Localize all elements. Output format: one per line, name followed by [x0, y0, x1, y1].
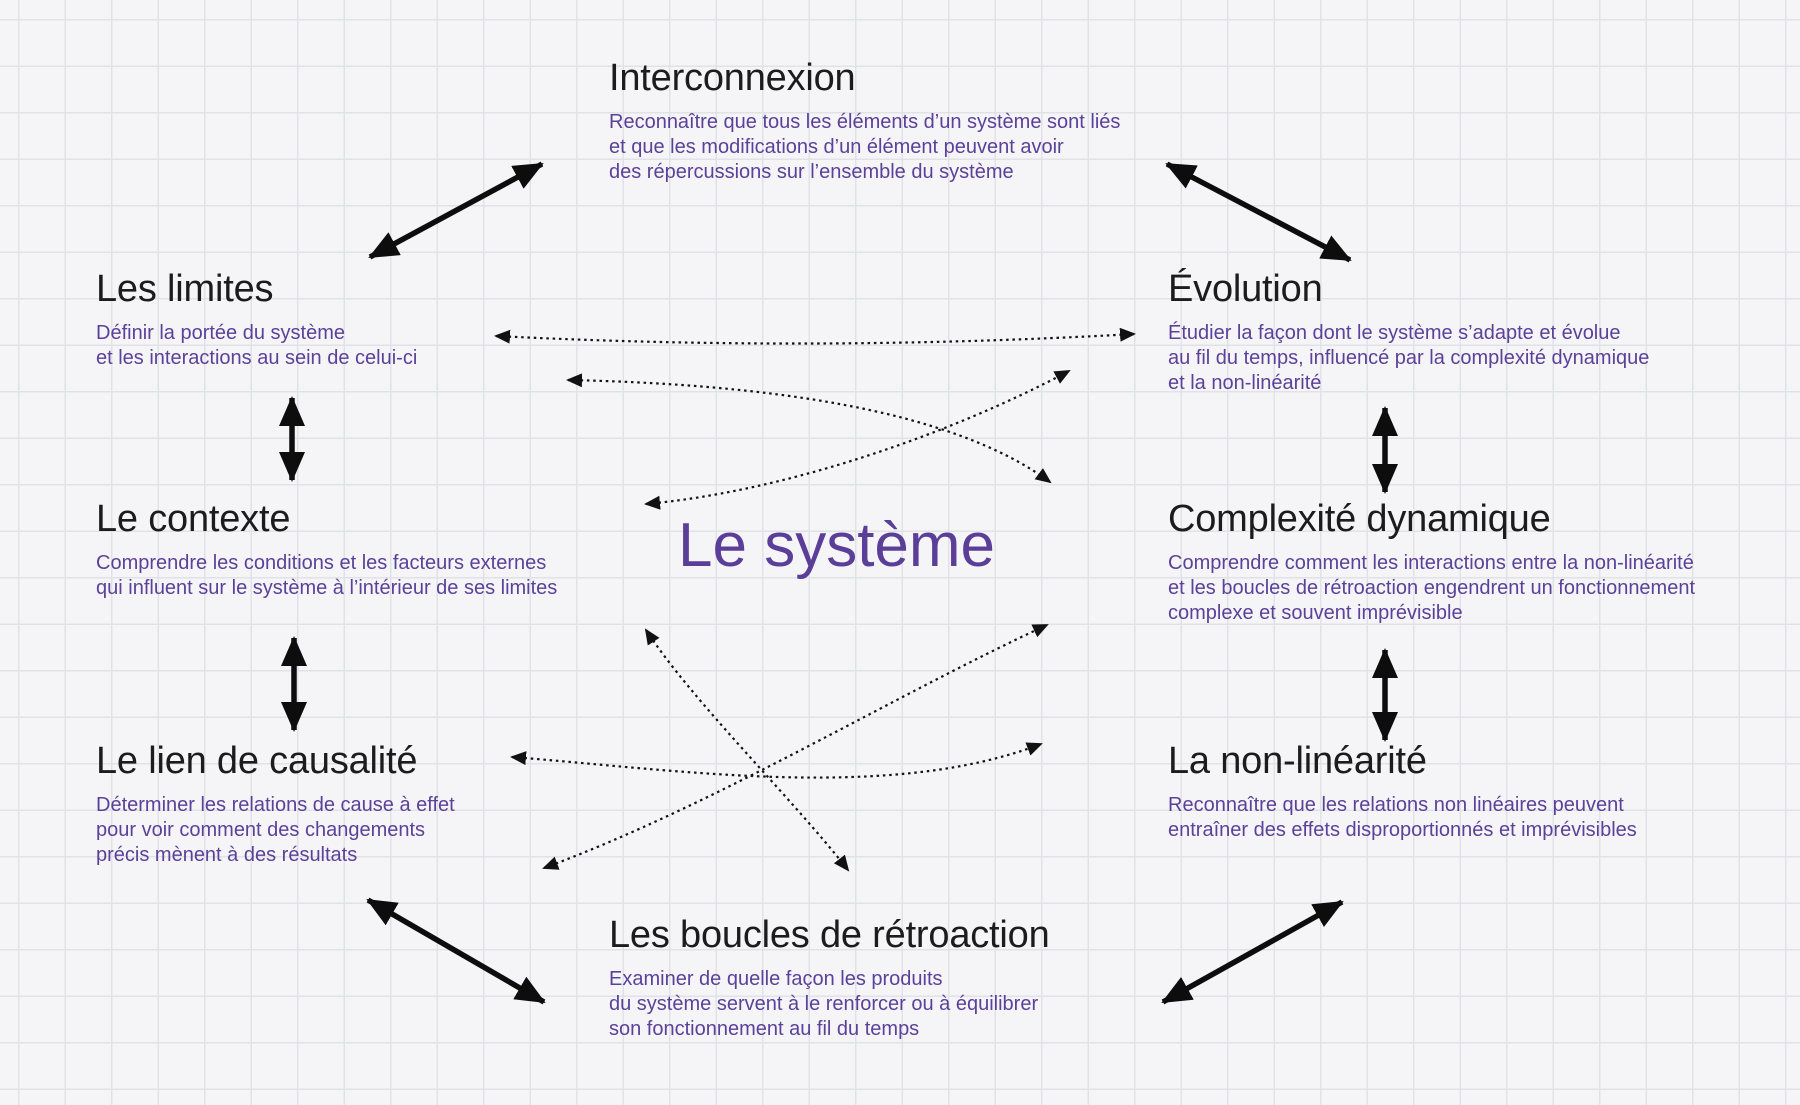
arrow-causalite-nonlinearite — [510, 742, 1043, 779]
node-title: Le lien de causalité — [96, 740, 418, 782]
node-title: La non-linéarité — [1168, 740, 1427, 782]
node-evolution[interactable]: Évolution Étudier la façon dont le systè… — [1168, 266, 1649, 396]
node-complexite-dynamique[interactable]: Complexité dynamique Comprendre comment … — [1168, 496, 1695, 626]
node-description: Déterminer les relations de cause à effe… — [96, 793, 455, 867]
node-description: Définir la portée du système et les inte… — [96, 321, 418, 370]
node-le-contexte[interactable]: Le contexte Comprendre les conditions et… — [96, 496, 557, 601]
node-description: Examiner de quelle façon les produits du… — [609, 967, 1039, 1041]
arrow-limites-evolution — [494, 327, 1136, 345]
arrow-contexte-evolution — [644, 370, 1071, 510]
node-description: Reconnaître que les relations non linéai… — [1168, 793, 1637, 842]
arrow-causalite-boucles — [366, 897, 546, 1005]
dotted-arrows — [494, 327, 1136, 872]
node-description: Comprendre comment les interactions entr… — [1168, 551, 1696, 625]
arrow-limites-interconnexion — [368, 161, 544, 260]
node-title: Le contexte — [96, 498, 291, 540]
arrow-boucles-nonlinearite — [1161, 899, 1344, 1005]
node-title: Évolution — [1168, 268, 1323, 310]
arrow-systeme-boucles — [644, 628, 850, 872]
center-title-le-systeme: Le système — [678, 511, 996, 580]
arrow-interconnexion-evolution — [1165, 161, 1352, 263]
node-description: Reconnaître que tous les éléments d’un s… — [609, 110, 1121, 184]
node-description: Comprendre les conditions et les facteur… — [96, 551, 558, 600]
node-la-non-linearite[interactable]: La non-linéarité Reconnaître que les rel… — [1168, 738, 1637, 843]
node-les-limites[interactable]: Les limites Définir la portée du système… — [96, 266, 417, 371]
arrow-causalite-complexite — [542, 624, 1049, 870]
node-title: Les boucles de rétroaction — [609, 914, 1050, 956]
node-description: Étudier la façon dont le système s’adapt… — [1168, 321, 1650, 395]
node-title: Interconnexion — [609, 57, 856, 99]
arrow-limites-complexite — [566, 373, 1052, 484]
node-interconnexion[interactable]: Interconnexion Reconnaître que tous les … — [609, 55, 1120, 185]
node-le-lien-de-causalite[interactable]: Le lien de causalité Déterminer les rela… — [96, 738, 455, 868]
node-title: Les limites — [96, 268, 274, 310]
node-les-boucles-de-retroaction[interactable]: Les boucles de rétroaction Examiner de q… — [609, 912, 1050, 1042]
node-title: Complexité dynamique — [1168, 498, 1551, 540]
